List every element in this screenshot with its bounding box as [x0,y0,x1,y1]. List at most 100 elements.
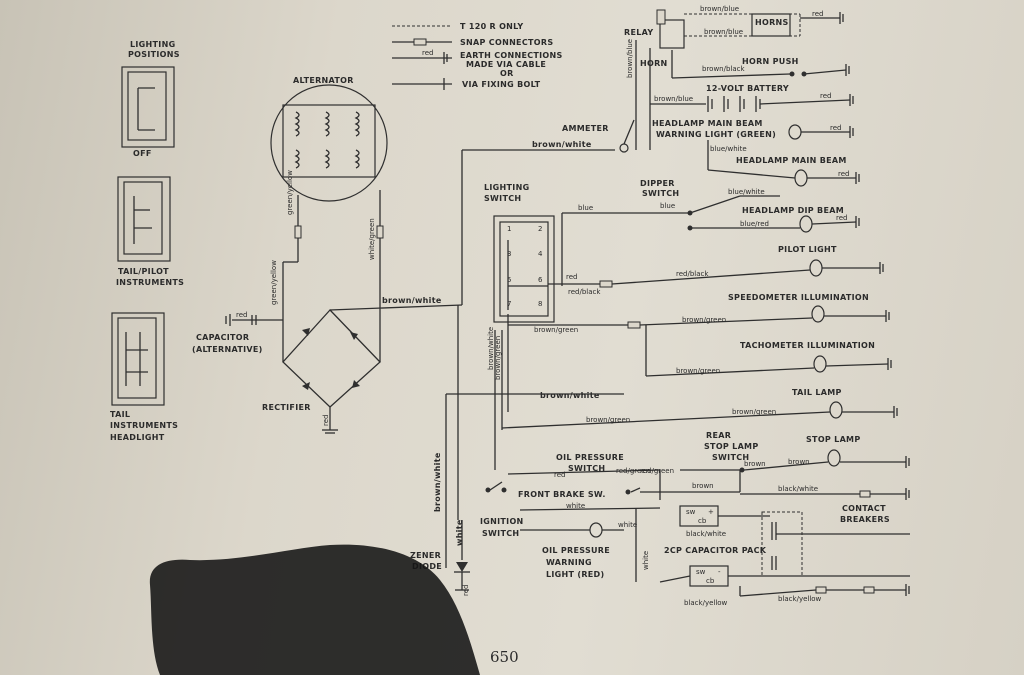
main-beam-lamp [794,169,808,187]
main-beam-warning-lamp [788,124,802,140]
wire-blue-red: blue/red [740,220,769,228]
capacitor-label-2: (ALTERNATIVE) [192,345,263,354]
wire-brown-brake: brown [692,482,714,490]
wire-horns-red: red [812,10,823,18]
contact-breakers-label-2: BREAKERS [840,515,890,524]
wire-zener-red: red [462,585,470,596]
rear-stop-switch[interactable] [739,467,745,473]
battery-label: 12-VOLT BATTERY [706,84,789,93]
relay-label: RELAY [624,28,653,37]
wire-brown-green-5: brown/green [732,408,776,416]
oil-warn-label-1: OIL PRESSURE [542,546,610,555]
wire-dip-red: red [836,214,847,222]
svg-text:1: 1 [507,225,511,233]
svg-text:6: 6 [538,276,543,284]
svg-text:2: 2 [538,225,542,233]
wire-rectifier-red: red [322,415,330,426]
alternator [270,84,388,202]
wire-blue-white-2: blue/white [728,188,765,196]
wire-red-1: red [566,273,577,281]
legend-t120r: T 120 R ONLY [460,22,523,31]
svg-text:3: 3 [507,250,511,258]
wire-green-yellow-1: green/yellow [286,170,294,215]
pilot-light-label: PILOT LIGHT [778,245,837,254]
ignition-circuit: OIL PRESSURE SWITCH red red/green red/gr… [480,431,910,582]
wire-blue-dipper: blue [578,204,593,212]
wire-warn-red: red [830,124,841,132]
wire-black-white-1: black/white [686,530,726,538]
wire-brown-blue-battery: brown/blue [654,95,693,103]
coil1-plus: + [708,508,714,516]
dip-beam-lamp [799,215,813,233]
wire-oil-red: red [554,471,565,479]
wire-brown-white-switch: brown/white [540,391,600,400]
zener-diode [456,562,468,572]
tachometer-lamp [813,355,827,373]
wire-white-green: white/green [368,218,376,260]
switch-position-off [121,66,175,148]
alternator-label: ALTERNATOR [293,76,354,85]
wire-main-red: red [838,170,849,178]
wire-brown-white-ammeter: brown/white [532,140,592,149]
wire-brown-white-main: brown/white [382,296,442,305]
wire-green-yellow-2: green/yellow [270,260,278,305]
front-brake-label: FRONT BRAKE SW. [518,490,606,499]
coil2-cb: cb [706,577,715,585]
relay [659,19,685,49]
wire-brown-blue-1: brown/blue [700,5,739,13]
oil-switch-label-1: OIL PRESSURE [556,453,624,462]
wire-blue-dipper-2: blue [660,202,675,210]
wire-brown-black: brown/black [702,65,745,73]
stop-lamp-label: STOP LAMP [806,435,860,444]
svg-text:8: 8 [538,300,542,308]
position-off-label: OFF [133,149,152,158]
dipper-label-1: DIPPER [640,179,675,188]
wire-brown-green-switch: brown/green [494,336,502,380]
ammeter-label: AMMETER [562,124,609,133]
switch-position-tail-pilot [117,176,171,262]
position-headlight-label-1: TAIL [110,410,130,419]
main-beam-warn-label-1: HEADLAMP MAIN BEAM [652,119,763,128]
wire-capacitor-red: red [236,311,247,319]
lamp-circuits: PILOT LIGHT red red/black red/black SPEE… [501,245,898,429]
wire-black-1: red/black [568,288,601,296]
main-beam-warn-label-2: WARNING LIGHT (GREEN) [656,130,776,139]
svg-text:5: 5 [507,276,511,284]
rear-stop-label-3: SWITCH [712,453,749,462]
horns-label: HORNS [755,18,789,27]
wire-white-ign: white [566,502,585,510]
position-headlight-label-2: INSTRUMENTS [110,421,178,430]
main-beam-label: HEADLAMP MAIN BEAM [736,156,847,165]
wire-brown-green-2: brown/green [682,316,726,324]
legend-snap: SNAP CONNECTORS [460,38,553,47]
wire-brown-blue-2: brown/blue [704,28,743,36]
dipper-label-2: SWITCH [642,189,679,198]
ignition-switch[interactable] [485,487,491,493]
contact-breakers-label-1: CONTACT [842,504,886,513]
ignition-label-1: IGNITION [480,517,524,526]
wire-black-yellow-2: black/yellow [778,595,822,603]
legend-earth-3: OR [500,69,514,78]
page-number: 650 [490,648,519,666]
wire-red-black-pilot: red/black [676,270,709,278]
position-headlight-label-3: HEADLIGHT [110,433,165,442]
wire-brown-blue-v: brown/blue [626,39,634,78]
wire-battery-red: red [820,92,831,100]
svg-text:4: 4 [538,250,543,258]
front-brake-switch[interactable] [625,489,631,495]
wire-white-coil: white [642,551,650,570]
coil1-sw: sw [686,508,696,516]
capacitor-pack [761,511,803,577]
lighting-positions-title-1: LIGHTING [130,40,175,49]
svg-text:7: 7 [507,300,511,308]
coil1-cb: cb [698,517,707,525]
stop-lamp [827,449,841,467]
coil-circuit: sw cb + black/white black/white CONTACT … [659,485,910,607]
legend-earth-wire: red [422,49,433,57]
rectifier-label: RECTIFIER [262,403,311,412]
ignition-label-2: SWITCH [482,529,519,538]
horn-push-label: HORN PUSH [742,57,799,66]
lighting-positions: LIGHTING POSITIONS OFF TAIL/PILOT INSTRU… [110,40,184,442]
